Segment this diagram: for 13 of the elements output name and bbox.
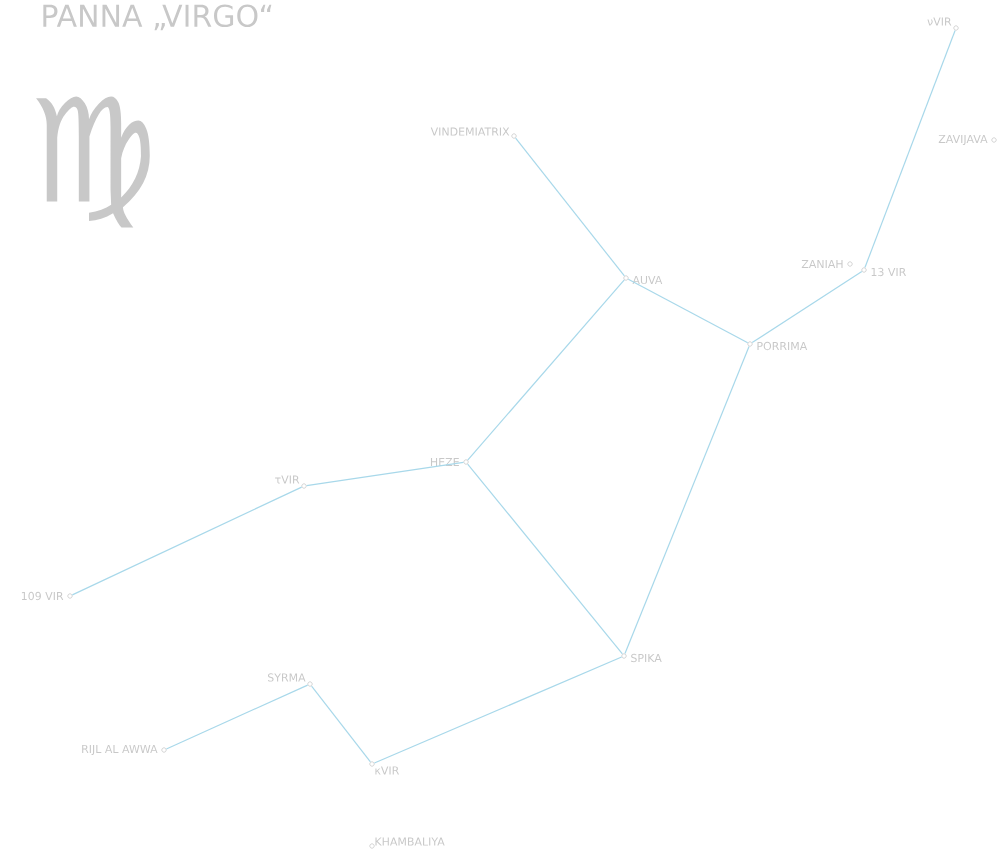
constellation-line xyxy=(373,656,623,764)
constellation-line xyxy=(751,270,863,344)
constellation-line xyxy=(624,345,750,655)
constellation-line xyxy=(515,137,625,277)
constellation-line xyxy=(467,279,625,461)
constellation-line xyxy=(627,278,749,344)
constellation-line xyxy=(305,461,465,487)
constellation-line xyxy=(311,685,372,763)
constellation-line xyxy=(467,463,623,655)
constellation-line xyxy=(165,684,309,750)
zodiac-symbol: ♍ xyxy=(36,96,150,228)
constellation-line xyxy=(864,29,956,269)
constellation-line xyxy=(71,486,303,596)
